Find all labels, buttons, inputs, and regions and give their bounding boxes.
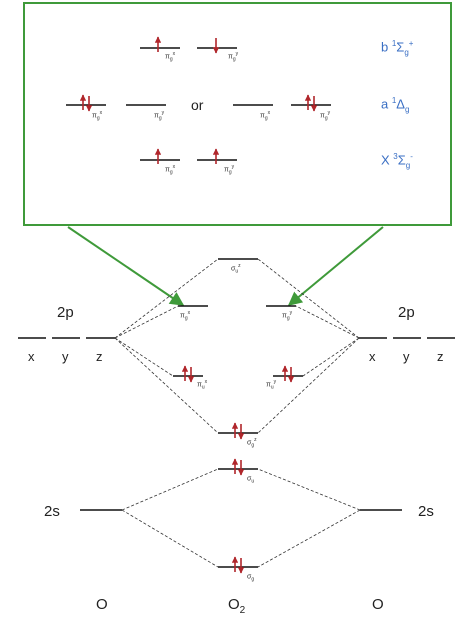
bottom-molecule-label: O2 xyxy=(228,596,246,616)
green-arrow-left xyxy=(67,226,185,306)
mo-levels xyxy=(173,258,303,568)
mo-label-sigma-u-2s: σu xyxy=(247,475,255,485)
correlation-lines-2p xyxy=(114,258,360,434)
green-arrow-right xyxy=(287,226,384,306)
mo-label-pi-u-y: πuy xyxy=(266,379,277,391)
right-p-z-label: z xyxy=(437,349,444,364)
inset-box xyxy=(23,2,452,226)
correlation-lines-2s xyxy=(121,468,361,568)
state-x3-sigma-g-minus: X 3Σg- xyxy=(381,152,413,170)
inset-label-pi-g-x: πgx xyxy=(92,110,103,122)
right-p-x-label: x xyxy=(369,349,376,364)
mo-label-sigma-g-z: σgz xyxy=(247,437,257,449)
left-p-z-label: z xyxy=(96,349,103,364)
inset-label-pi-g-x: πgx xyxy=(165,164,176,176)
mo-label-sigma-u-z: σuz xyxy=(231,263,241,275)
left-2p-label: 2p xyxy=(57,304,74,321)
left-2s-label: 2s xyxy=(44,503,60,520)
inset-label-pi-g-x: πgx xyxy=(165,51,176,63)
inset-label-pi-g-y: πgy xyxy=(228,51,239,63)
state-a1-delta-g: a 1Δg xyxy=(381,96,410,114)
left-p-y-label: y xyxy=(62,349,69,364)
inset-label-pi-g-x: πgx xyxy=(260,110,271,122)
inset-levels xyxy=(66,47,331,161)
atomic-levels xyxy=(18,337,455,511)
bottom-right-atom-label: O xyxy=(372,596,384,613)
or-text: or xyxy=(191,97,204,113)
mo-label-pi-g-x: πgx xyxy=(180,310,191,322)
right-p-y-label: y xyxy=(403,349,410,364)
left-p-x-label: x xyxy=(28,349,35,364)
right-2s-label: 2s xyxy=(418,503,434,520)
inset-label-pi-g-y: πgy xyxy=(224,164,235,176)
inset-label-pi-g-y: πgy xyxy=(154,110,165,122)
mo-electrons xyxy=(181,365,295,574)
mo-label-pi-u-x: πux xyxy=(197,379,208,391)
inset-electrons xyxy=(79,36,318,164)
right-2p-label: 2p xyxy=(398,304,415,321)
state-b1-sigma-g-plus: b 1Σg+ xyxy=(381,39,414,57)
mo-label-sigma-g-2s: σg xyxy=(247,573,255,583)
bottom-left-atom-label: O xyxy=(96,596,108,613)
mo-label-pi-g-y: πgy xyxy=(282,310,293,322)
inset-label-pi-g-y: πgy xyxy=(320,110,331,122)
